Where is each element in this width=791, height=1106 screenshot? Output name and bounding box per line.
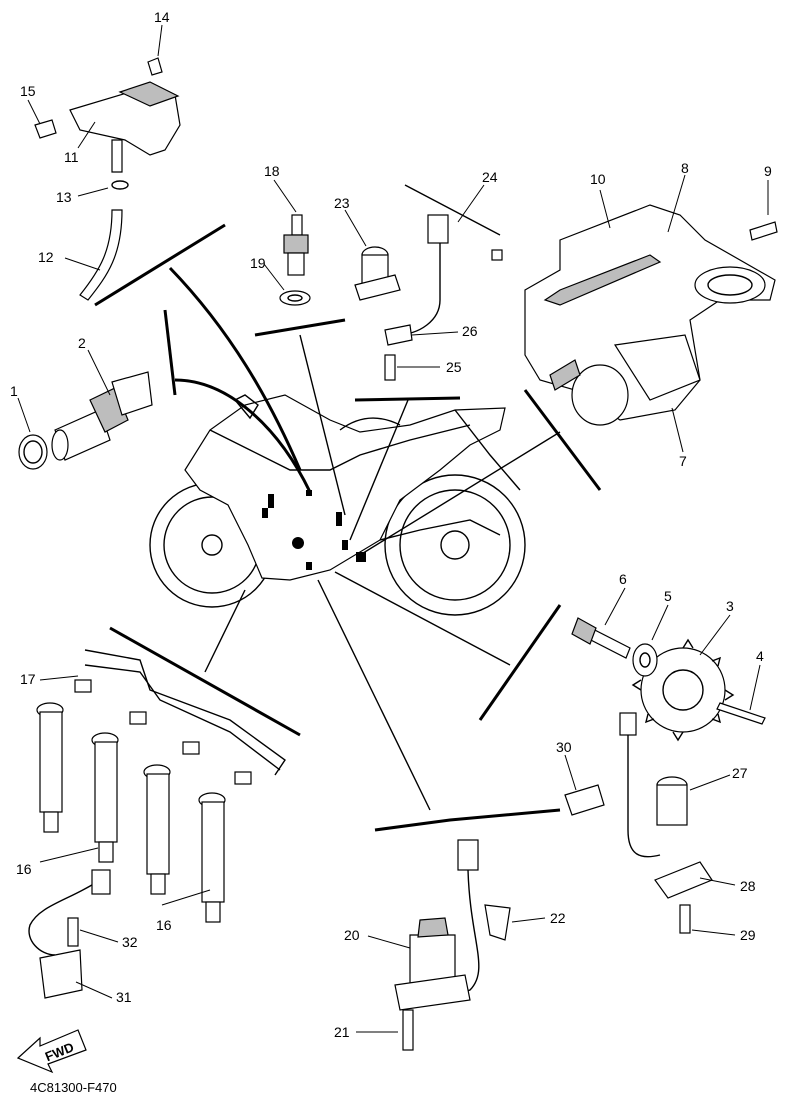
- callout-13: 13: [56, 189, 72, 205]
- callout-26: 26: [462, 323, 478, 339]
- location-leaders: [168, 266, 561, 811]
- marker-pickup: [292, 537, 304, 549]
- marker-ignition-2: [262, 508, 268, 518]
- callout-1: 1: [10, 383, 18, 399]
- pickup-coil-group: [564, 712, 713, 934]
- callout-20: 20: [344, 927, 360, 943]
- temp-sensor-group: [18, 371, 153, 470]
- motorcycle-illustration: [149, 394, 526, 616]
- callout-21: 21: [334, 1024, 350, 1040]
- callout-29: 29: [740, 927, 756, 943]
- coil-3: [143, 764, 171, 895]
- coil-2: [91, 732, 119, 863]
- coil-1: [36, 702, 64, 833]
- callout-5: 5: [664, 588, 672, 604]
- callout-12: 12: [38, 249, 54, 265]
- callout-22: 22: [550, 910, 566, 926]
- callout-32: 32: [122, 934, 138, 950]
- callout-24: 24: [482, 169, 498, 185]
- marker-sender: [336, 512, 342, 526]
- callout-labels: 1 2 3 4 5 6 7 8 9 10 11 12 13 14 15 16 1…: [10, 9, 772, 1040]
- callout-15: 15: [20, 83, 36, 99]
- section-dividers: [94, 223, 602, 832]
- marker-sensor: [306, 490, 312, 496]
- callout-19: 19: [250, 255, 266, 271]
- callout-leaders: [17, 24, 769, 1033]
- sprocket-group: [571, 617, 766, 742]
- callout-8: 8: [681, 160, 689, 176]
- callout-31: 31: [116, 989, 132, 1005]
- callout-10: 10: [590, 171, 606, 187]
- callout-16a: 16: [16, 861, 32, 877]
- neutral-switch-group: [354, 184, 503, 381]
- callout-25: 25: [446, 359, 462, 375]
- callout-16b: 16: [156, 917, 172, 933]
- callout-17: 17: [20, 671, 36, 687]
- marker-ignition: [268, 494, 274, 508]
- callout-9: 9: [764, 163, 772, 179]
- callout-18: 18: [264, 163, 280, 179]
- ignition-coil-group: [36, 649, 286, 923]
- callout-6: 6: [619, 571, 627, 587]
- callout-3: 3: [726, 598, 734, 614]
- callout-23: 23: [334, 195, 350, 211]
- fwd-arrow-icon: FWD: [16, 1029, 87, 1074]
- callout-11: 11: [64, 149, 79, 165]
- callout-27: 27: [732, 765, 748, 781]
- callout-7: 7: [679, 453, 687, 469]
- sender-group: [279, 214, 311, 306]
- callout-14: 14: [154, 9, 170, 25]
- coil-4: [198, 792, 226, 923]
- cover-group: [524, 204, 778, 426]
- callout-30: 30: [556, 739, 572, 755]
- lower-sensor-group: [28, 869, 111, 999]
- speed-sensor-group: [394, 839, 511, 1051]
- marker-neutral: [342, 540, 348, 550]
- callout-2: 2: [78, 335, 86, 351]
- callout-28: 28: [740, 878, 756, 894]
- callout-4: 4: [756, 648, 764, 664]
- marker-lower: [306, 562, 312, 570]
- bracket-group: [34, 57, 181, 301]
- diagram-code: 4C81300-F470: [30, 1080, 117, 1095]
- marker-switch: [356, 552, 366, 562]
